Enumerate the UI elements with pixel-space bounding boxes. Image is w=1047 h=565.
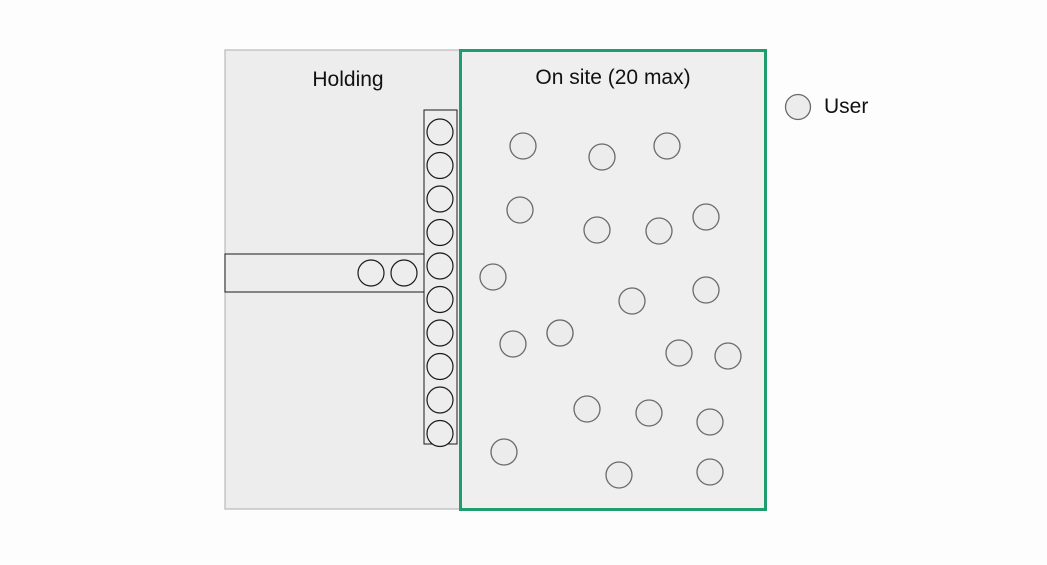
on-site-user (479, 263, 507, 291)
on-site-user (696, 408, 724, 436)
on-site-user (499, 330, 527, 358)
entry-queue (423, 109, 458, 448)
entry-queue-user (426, 151, 454, 180)
on-site-user (696, 458, 724, 486)
entry-queue-user (426, 252, 454, 280)
on-site-user (605, 461, 633, 489)
on-site-user (588, 143, 616, 171)
entry-queue-user (426, 386, 454, 414)
entry-queue-user (426, 352, 454, 381)
on-site-user (665, 339, 693, 367)
entry-queue-users (426, 118, 454, 448)
on-site-user (546, 319, 574, 347)
on-site-user (692, 203, 720, 231)
on-site-user (583, 216, 611, 244)
on-site-user (645, 217, 673, 245)
holding-area: Holding (224, 49, 462, 510)
on-site-area: On site (20 max) (459, 49, 767, 511)
entry-queue-user (426, 285, 454, 314)
entry-queue-user (426, 185, 454, 213)
on-site-user (714, 342, 742, 370)
on-site-users (479, 132, 742, 489)
on-site-user (573, 395, 601, 423)
entry-queue-user (426, 319, 454, 347)
holding-user (357, 259, 385, 287)
on-site-user (692, 276, 720, 304)
on-site-user (618, 287, 646, 315)
entry-queue-user (426, 118, 454, 146)
user-legend-icon (784, 93, 812, 121)
legend: User (784, 93, 868, 121)
on-site-user (653, 132, 681, 160)
on-site-title: On site (20 max) (535, 66, 690, 89)
on-site-user (509, 132, 537, 160)
holding-lane-users (357, 259, 418, 287)
on-site-user (506, 196, 534, 224)
entry-queue-user (426, 419, 454, 448)
on-site-user (635, 399, 663, 427)
on-site-user (490, 438, 518, 466)
holding-title: Holding (312, 68, 383, 91)
holding-user (390, 259, 418, 287)
legend-label: User (824, 95, 868, 118)
entry-queue-user (426, 218, 454, 247)
